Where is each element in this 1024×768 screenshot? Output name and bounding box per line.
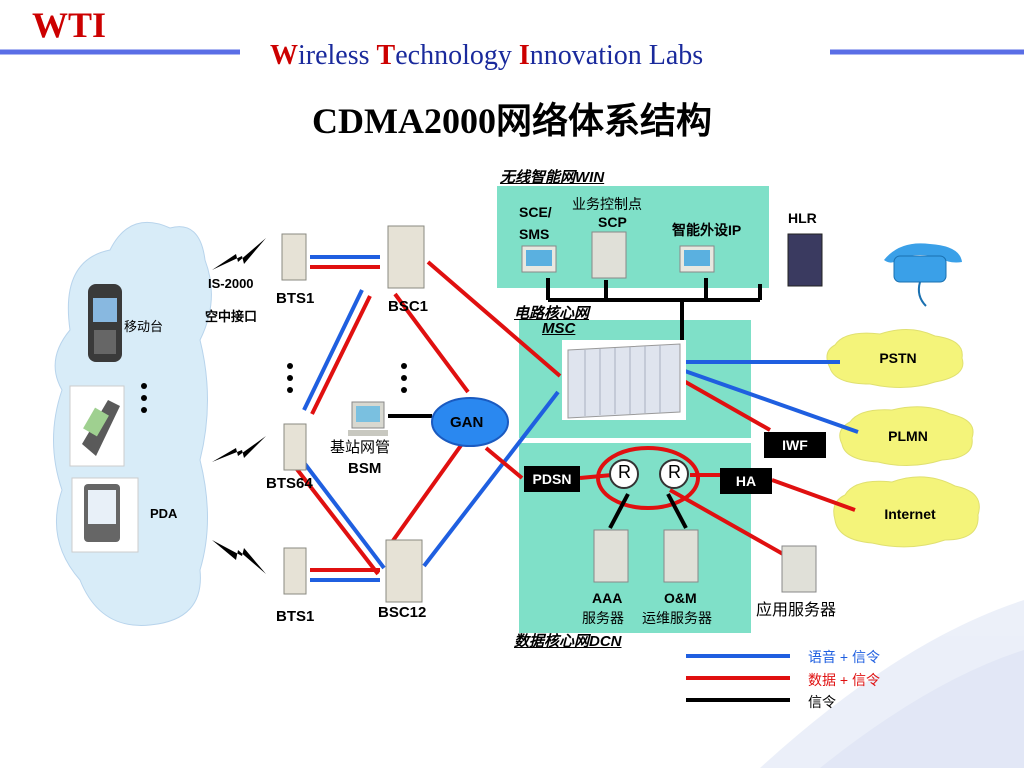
- scp-label-cn: 业务控制点: [572, 196, 642, 212]
- bsm-label-cn: 基站网管: [330, 439, 391, 456]
- app-server-label: 应用服务器: [756, 602, 837, 619]
- title-part-ireless: ireless: [298, 40, 377, 71]
- internet-label: Internet: [884, 506, 936, 522]
- pdsn-box: PDSN: [524, 466, 580, 492]
- mobile-station-label: 移动台: [124, 319, 164, 334]
- aaa-label: AAA: [592, 590, 623, 606]
- air-interface-label: 空中接口: [205, 309, 258, 324]
- title-part-nnovation: nnovation Labs: [529, 40, 704, 71]
- wti-logo: WTI: [32, 5, 107, 45]
- sce-label-line1: SCE/: [519, 204, 552, 220]
- hlr-label: HLR: [788, 210, 817, 226]
- corner-decoration: [760, 600, 1024, 768]
- title-part-echnology: echnology: [395, 40, 519, 71]
- msc-title-cn: 电路核心网: [514, 305, 590, 322]
- legend-voice-label: 语音 + 信令: [808, 649, 880, 665]
- legend-signal-label: 信令: [808, 694, 836, 710]
- sce-label-line2: SMS: [519, 226, 550, 242]
- voice-links: [300, 255, 859, 582]
- plmn-cloud: [839, 406, 974, 467]
- bts1-top-label: BTS1: [276, 290, 315, 307]
- pstn-label: PSTN: [879, 350, 917, 366]
- plmn-label: PLMN: [888, 428, 928, 444]
- page-title: CDMA2000网络体系结构: [312, 101, 712, 141]
- internet-cloud: [833, 476, 980, 548]
- ellipsis-dots: [141, 363, 407, 413]
- air-interface-standard-label: IS-2000: [208, 276, 254, 291]
- lightning-icon-bottom: [212, 540, 266, 574]
- data-links: [294, 260, 856, 576]
- lightning-icon-middle: [212, 436, 266, 462]
- gan-node: [431, 397, 509, 447]
- dcn-title: 数据核心网DCN: [514, 633, 622, 650]
- scp-label: SCP: [598, 214, 627, 230]
- wireless-lightning-icons: [212, 238, 266, 574]
- dcn-servers: [593, 529, 817, 593]
- bts1-bottom-label: BTS1: [276, 608, 315, 625]
- title-letter-t: T: [376, 40, 396, 71]
- mobile-phone-icon: [88, 284, 122, 362]
- router-2-node: [659, 459, 689, 489]
- ha-box: HA: [720, 468, 772, 494]
- bsm-workstation-icon: [348, 401, 388, 436]
- bts64-label: BTS64: [266, 475, 313, 492]
- router-1-node: [609, 459, 639, 489]
- router-1-label: R: [618, 462, 631, 482]
- lightning-icon-top: [212, 238, 266, 270]
- pda-icon: [71, 477, 139, 553]
- bts-cabinet-icons: [281, 233, 307, 595]
- title-letter-i: I: [518, 40, 530, 71]
- bsc1-label: BSC1: [388, 298, 429, 315]
- router-2-label: R: [668, 462, 681, 482]
- win-title: 无线智能网WIN: [500, 169, 605, 186]
- bsm-label: BSM: [348, 460, 382, 477]
- bsc12-label: BSC12: [378, 604, 427, 621]
- om-label: O&M: [664, 590, 697, 606]
- pda-label: PDA: [150, 506, 178, 521]
- title-letter-w: W: [270, 40, 298, 71]
- iwf-box: IWF: [764, 432, 826, 458]
- msc-title: MSC: [542, 320, 576, 337]
- gan-label: GAN: [450, 414, 484, 431]
- msc-switch-icon: [562, 340, 686, 420]
- ip-label: 智能外设IP: [672, 222, 742, 238]
- legend-data-label: 数据 + 信令: [808, 672, 880, 688]
- om-server-label: 运维服务器: [642, 610, 712, 626]
- header-title: Wireless Technology Innovation Labs: [270, 40, 703, 72]
- handheld-device-icon: [69, 385, 125, 467]
- aaa-server-label: 服务器: [582, 610, 624, 626]
- telephone-icon: [884, 243, 962, 307]
- pstn-cloud: [826, 329, 964, 389]
- bsc-cabinet-icons: [385, 225, 425, 603]
- win-devices: [521, 231, 823, 287]
